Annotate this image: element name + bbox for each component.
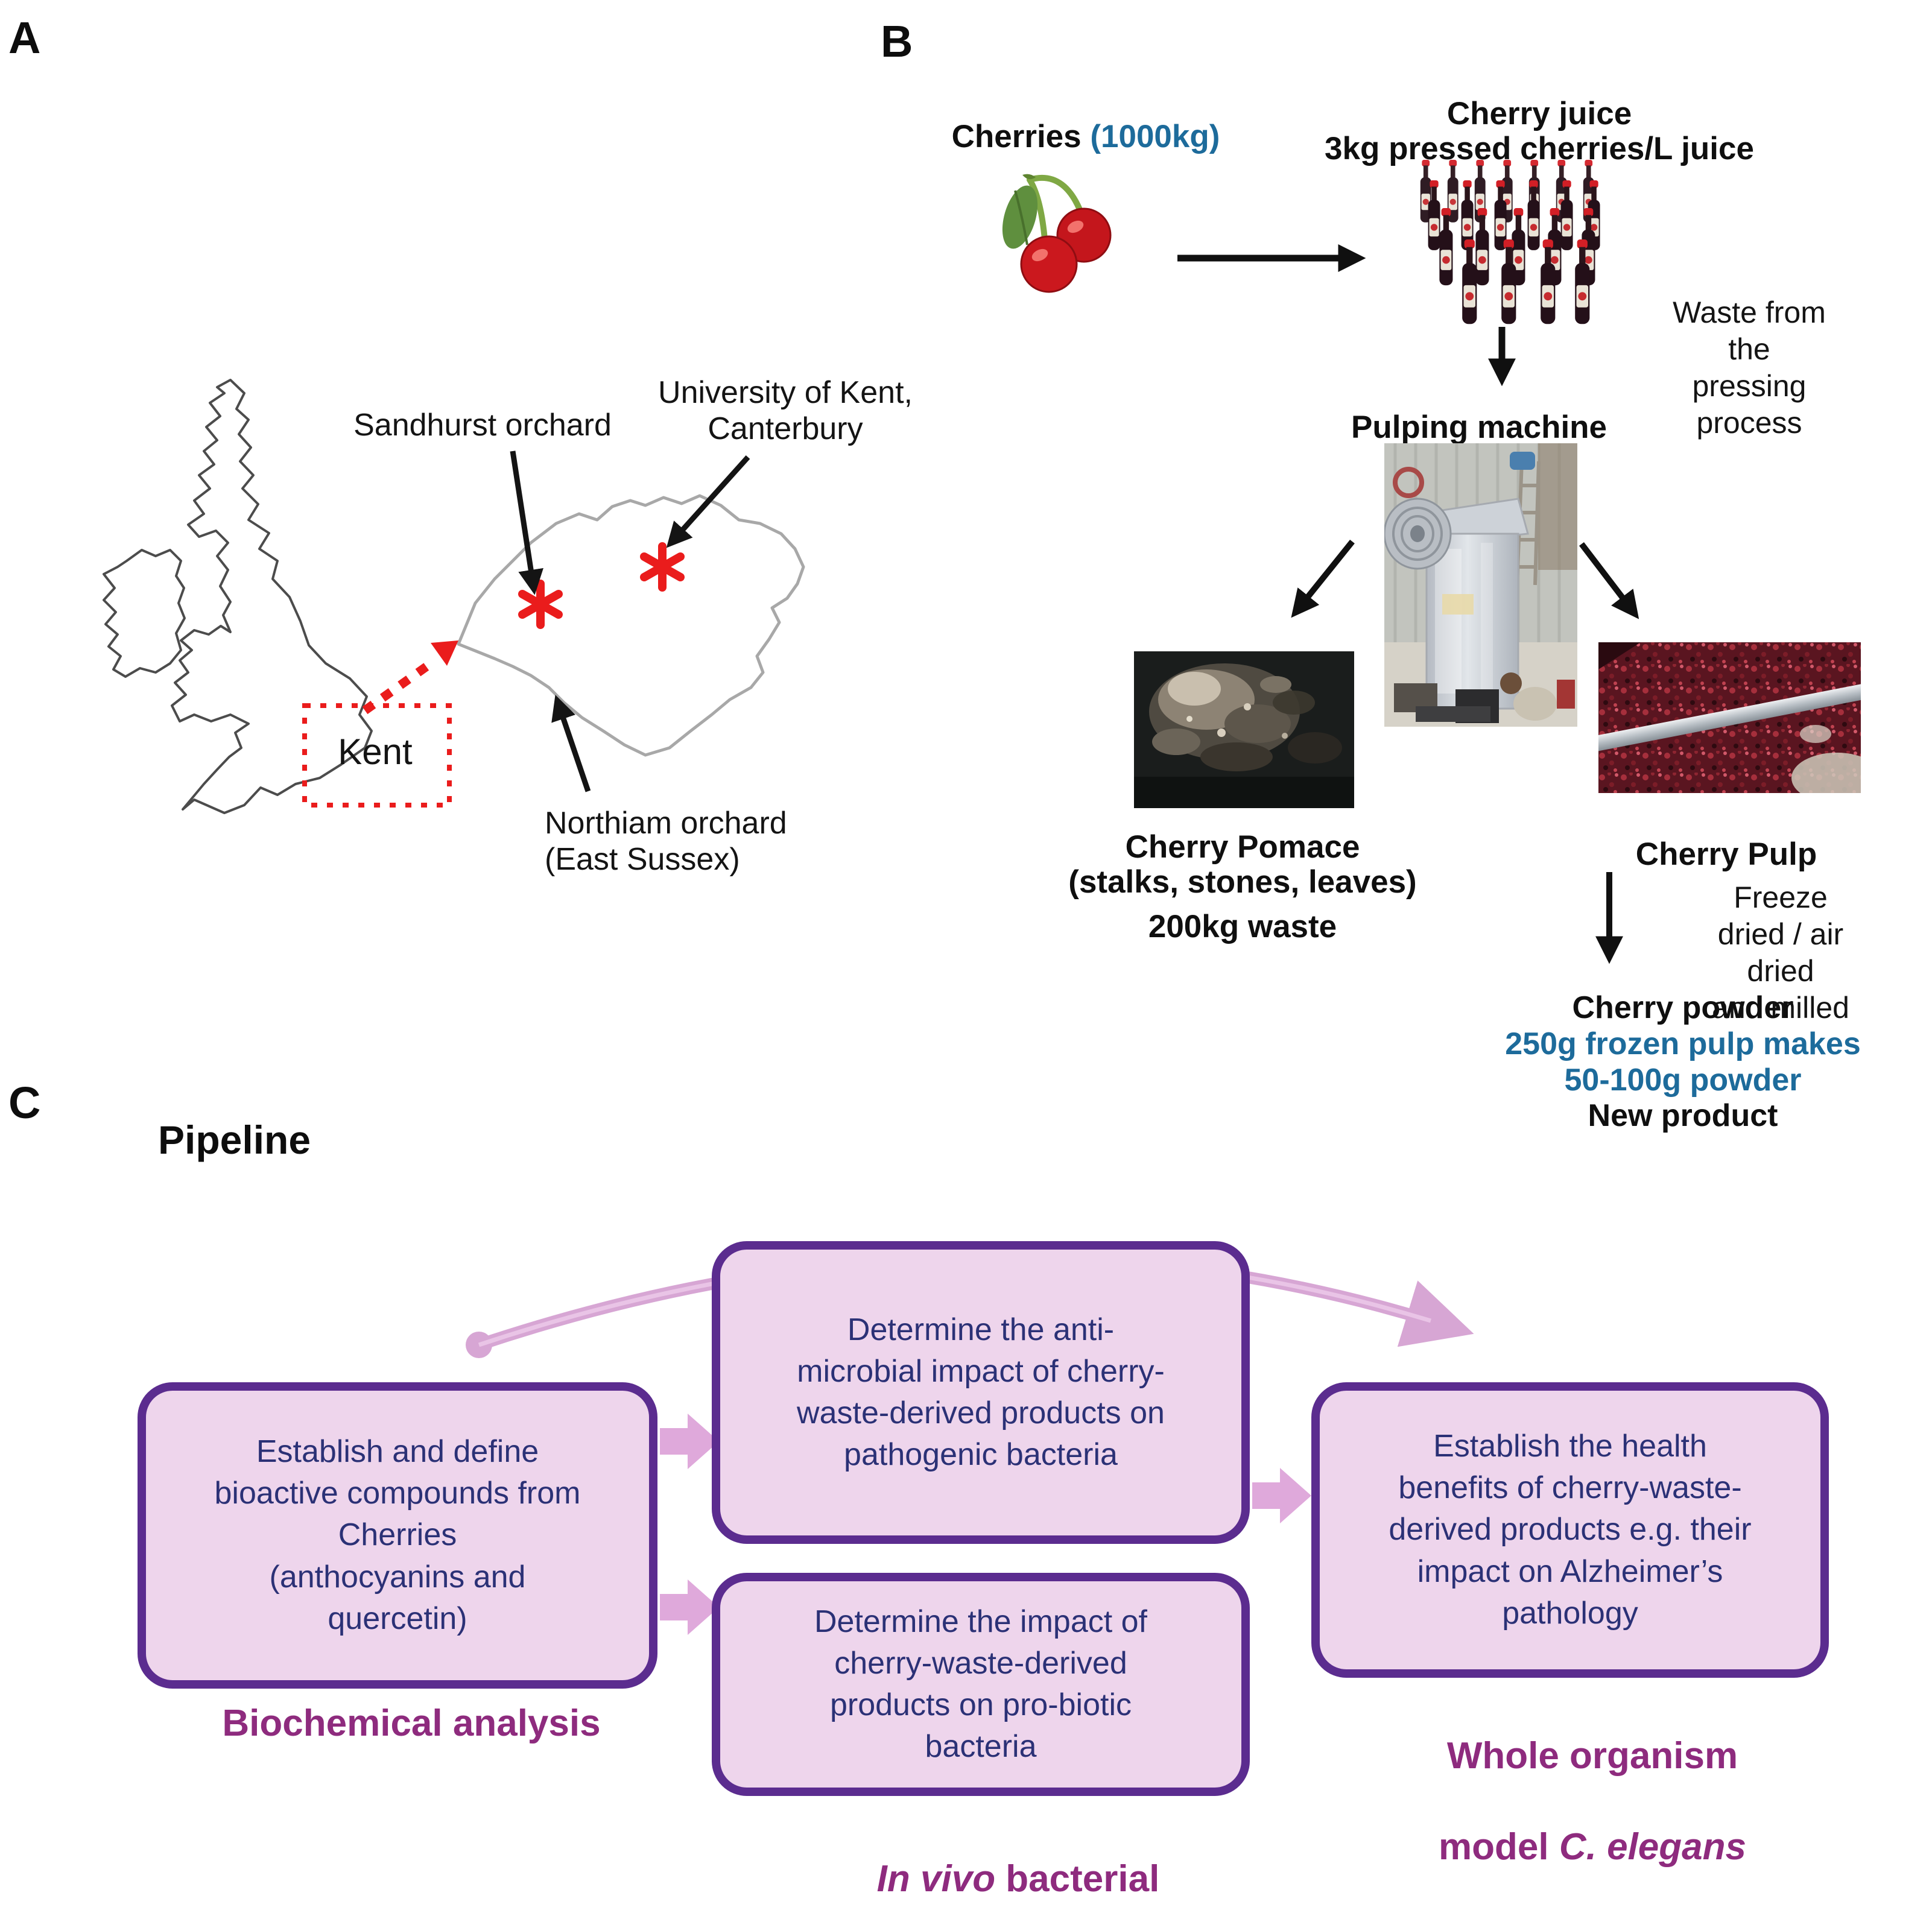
cherry-pomace-photo [1134, 651, 1354, 808]
red-asterisk-university [640, 542, 685, 592]
cherries-heading-black: Cherries [951, 119, 1091, 154]
cherries-heading: Cherries (1000kg) [952, 118, 1220, 155]
pipeline-box-biochemical: Establish and define bioactive compounds… [138, 1382, 657, 1689]
pulp-title: Cherry Pulp [1635, 836, 1817, 872]
pipeline-box-health: Establish the health benefits of cherry-… [1311, 1382, 1829, 1678]
uk-kent-map [103, 379, 805, 814]
freeze-note: Freeze dried / air dried and milled [1712, 880, 1849, 1025]
northiam-arrow [551, 695, 591, 792]
block-arrow-box1-to-box2 [660, 1414, 719, 1469]
pipeline-box-health-text: Establish the health benefits of cherry-… [1389, 1429, 1752, 1631]
powder-title: Cherry powder [1572, 990, 1794, 1025]
kent-dotted-box [302, 703, 452, 808]
pipeline-box-biochemical-text: Establish and define bioactive compounds… [214, 1434, 581, 1636]
panel-a-label: A [8, 13, 41, 63]
cherry-juice-sub: 3kg pressed cherries/L juice [1325, 131, 1754, 166]
panel-c-label: C [8, 1078, 41, 1128]
kent-inset-label: Kent [338, 732, 413, 772]
waste-note: Waste from the pressing process [1673, 296, 1826, 440]
red-dashed-arrowhead [431, 640, 458, 666]
block-arrow-box1-to-box3 [660, 1579, 719, 1635]
sandhurst-orchard-label: Sandhurst orchard [353, 408, 612, 443]
pipeline-title: Pipeline [158, 1118, 311, 1162]
cherry-juice-title: Cherry juice [1446, 96, 1632, 131]
invivo-models-caption: In vivo bacterial models [877, 1810, 1160, 1919]
powder-line2: 50-100g powder [1564, 1062, 1802, 1098]
pipeline-box-antimicrobial: Determine the anti- microbial impact of … [712, 1241, 1250, 1544]
whole-organism-line2-italic: C. elegans [1559, 1826, 1746, 1868]
sandhurst-arrow [510, 451, 543, 595]
arrow-pulping-to-pomace [1291, 539, 1355, 618]
pipeline-box-antimicrobial-text: Determine the anti- microbial impact of … [797, 1312, 1165, 1473]
pomace-qty: 200kg waste [1148, 909, 1337, 944]
pipeline-box-probiotic: Determine the impact of cherry-waste-der… [712, 1573, 1250, 1796]
pulping-machine-label: Pulping machine [1351, 409, 1607, 445]
biochemical-analysis-caption: Biochemical analysis [222, 1702, 601, 1744]
red-dashed-arrow [362, 657, 437, 715]
pomace-title: Cherry Pomace [1125, 829, 1360, 865]
whole-organism-line1: Whole organism [1446, 1734, 1738, 1777]
whole-organism-line2-prefix: model [1439, 1826, 1559, 1868]
cherries-icon [1002, 174, 1112, 293]
whole-organism-caption: Whole organism model C. elegans [1439, 1687, 1746, 1915]
cherry-pulp-photo [1598, 642, 1861, 793]
cherry-powder-block: Cherry powder 250g frozen pulp makes 50-… [1505, 990, 1861, 1134]
invivo-caption-rest: bacterial [995, 1857, 1160, 1900]
powder-line1: 250g frozen pulp makes [1505, 1026, 1861, 1061]
cherries-heading-qty: (1000kg) [1090, 119, 1220, 154]
university-arrow [666, 455, 750, 548]
ireland-outline [103, 549, 186, 678]
block-arrow-middle-to-box4 [1252, 1468, 1311, 1523]
pomace-sub: (stalks, stones, leaves) [1068, 864, 1417, 900]
panel-b-flow-arrows [1177, 244, 1639, 964]
arrow-pulping-to-pulp [1579, 542, 1639, 619]
pipeline-box-probiotic-text: Determine the impact of cherry-waste-der… [814, 1604, 1148, 1765]
pulping-machine-photo [1384, 443, 1577, 727]
university-of-kent-label: University of Kent, Canterbury [658, 375, 913, 446]
invivo-caption-italic: In vivo [876, 1857, 996, 1900]
panel-b-label: B [881, 16, 913, 66]
kent-county-outline [457, 494, 805, 757]
powder-line3: New product [1588, 1098, 1778, 1134]
northiam-orchard-label: Northiam orchard (East Sussex) [545, 806, 787, 877]
